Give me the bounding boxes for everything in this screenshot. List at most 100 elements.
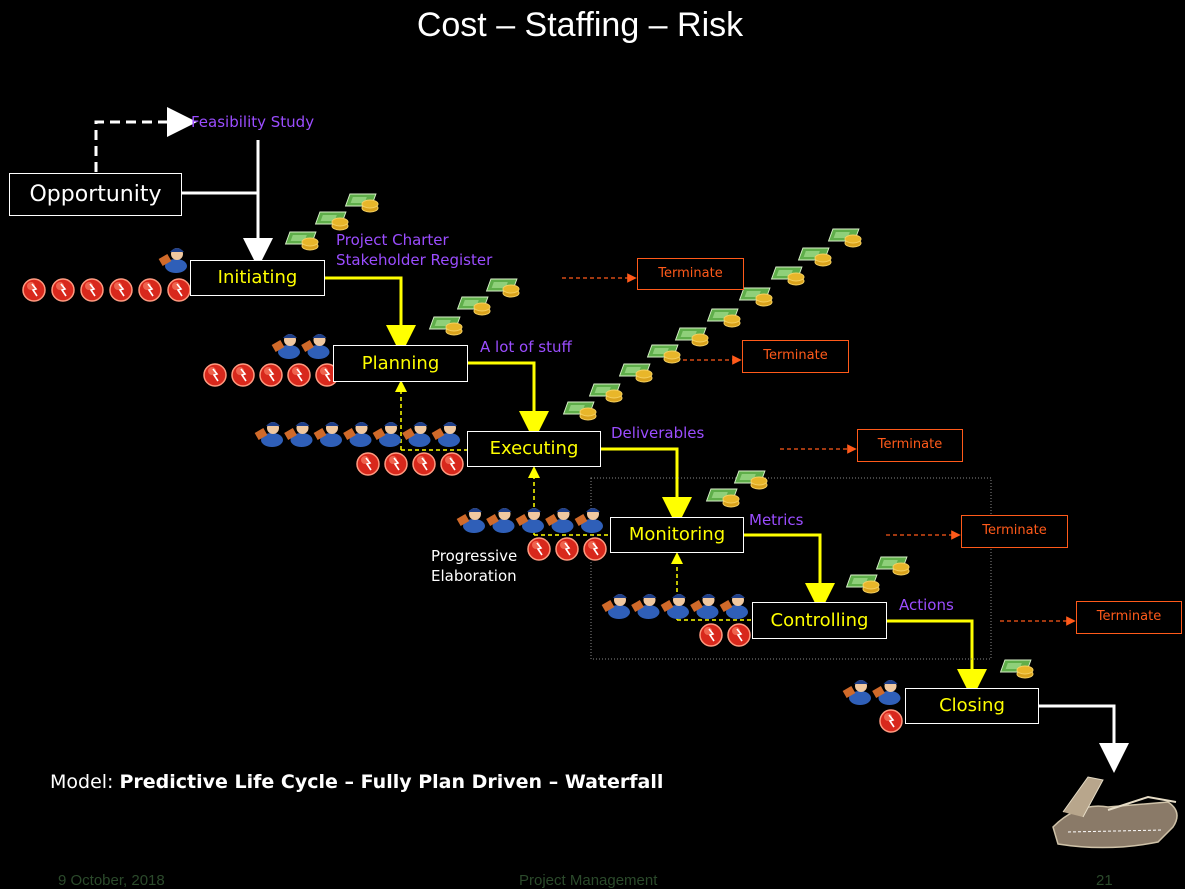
money-stack-icon: [618, 363, 653, 383]
worker-icon: [690, 594, 719, 619]
output-planning: A lot of stuff: [480, 338, 572, 356]
terminate-arrows: [562, 273, 1076, 626]
money-stack-icon: [875, 556, 910, 576]
worker-icon: [842, 680, 871, 705]
money-stack-icon: [845, 574, 880, 594]
risk-ball-icon: [583, 537, 607, 561]
worker-icon: [313, 422, 342, 447]
footer-date: 9 October, 2018: [58, 872, 165, 889]
worker-icon: [271, 334, 300, 359]
money-stack-icon: [485, 278, 520, 298]
phase-monitoring: Monitoring: [610, 517, 744, 553]
monitoring-controlling-group: [590, 477, 992, 660]
worker-icon: [719, 594, 748, 619]
worker-icon: [872, 680, 901, 705]
risk-ball-icon: [138, 278, 162, 302]
worker-icon: [343, 422, 372, 447]
model-caption: Model: Predictive Life Cycle – Fully Pla…: [50, 771, 663, 793]
money-stack-icon: [428, 316, 463, 336]
staff-icons: [158, 248, 901, 705]
money-stack-icon: [706, 308, 741, 328]
worker-icon: [431, 422, 460, 447]
feasibility-study-label: Feasibility Study: [191, 113, 315, 131]
terminate-box: Terminate: [961, 515, 1068, 548]
risk-ball-icon: [555, 537, 579, 561]
money-icons: [284, 193, 1034, 679]
money-stack-icon: [999, 659, 1034, 679]
model-label: Model:: [50, 771, 120, 793]
phase-planning: Planning: [333, 345, 468, 382]
risk-ball-icon: [287, 363, 311, 387]
risk-ball-icon: [22, 278, 46, 302]
risk-ball-icon: [727, 623, 751, 647]
money-stack-icon: [314, 211, 349, 231]
progressive-elaboration-line1: Progressive: [431, 547, 518, 565]
money-stack-icon: [770, 266, 805, 286]
worker-icon: [284, 422, 313, 447]
worker-icon: [301, 334, 330, 359]
risk-icons: [22, 278, 903, 733]
risk-ball-icon: [879, 709, 903, 733]
money-stack-icon: [705, 488, 740, 508]
phase-closing: Closing: [905, 688, 1039, 724]
risk-ball-icon: [259, 363, 283, 387]
money-stack-icon: [674, 327, 709, 347]
risk-ball-icon: [356, 452, 380, 476]
output-monitoring: Metrics: [749, 511, 804, 529]
output-controlling: Actions: [899, 596, 954, 614]
phase-executing: Executing: [467, 431, 601, 467]
money-stack-icon: [284, 231, 319, 251]
terminate-box: Terminate: [1076, 601, 1182, 634]
terminate-box: Terminate: [637, 258, 744, 290]
money-stack-icon: [344, 193, 379, 213]
output-executing: Deliverables: [611, 424, 705, 442]
output-project-charter: Project Charter: [336, 231, 449, 249]
terminate-box: Terminate: [857, 429, 963, 462]
closing-exit-arrow: [1039, 704, 1129, 773]
phase-controlling: Controlling: [752, 602, 887, 639]
phase-flow-arrows: [325, 276, 987, 699]
progressive-elaboration-line2: Elaboration: [431, 567, 517, 585]
worker-icon: [158, 248, 187, 273]
money-stack-icon: [733, 470, 768, 490]
worker-icon: [515, 508, 544, 533]
opportunity-box: Opportunity: [9, 173, 182, 216]
worker-icon: [402, 422, 431, 447]
risk-ball-icon: [203, 363, 227, 387]
money-stack-icon: [646, 344, 681, 364]
phase-initiating: Initiating: [190, 260, 325, 296]
money-stack-icon: [588, 383, 623, 403]
risk-ball-icon: [412, 452, 436, 476]
terminate-box: Terminate: [742, 340, 849, 373]
excavator-illustration: [1052, 776, 1178, 849]
money-stack-icon: [738, 287, 773, 307]
worker-icon: [486, 508, 515, 533]
risk-ball-icon: [51, 278, 75, 302]
worker-icon: [254, 422, 283, 447]
risk-ball-icon: [527, 537, 551, 561]
risk-ball-icon: [315, 363, 339, 387]
model-value: Predictive Life Cycle – Fully Plan Drive…: [119, 771, 664, 793]
money-stack-icon: [562, 401, 597, 421]
money-stack-icon: [827, 228, 862, 248]
risk-ball-icon: [109, 278, 133, 302]
risk-ball-icon: [167, 278, 191, 302]
worker-icon: [601, 594, 630, 619]
worker-icon: [660, 594, 689, 619]
worker-icon: [545, 508, 574, 533]
worker-icon: [574, 508, 603, 533]
money-stack-icon: [456, 296, 491, 316]
money-stack-icon: [797, 247, 832, 267]
footer-page-number: 21: [1096, 872, 1113, 889]
worker-icon: [456, 508, 485, 533]
risk-ball-icon: [440, 452, 464, 476]
risk-ball-icon: [80, 278, 104, 302]
worker-icon: [372, 422, 401, 447]
footer-center: Project Management: [519, 872, 658, 889]
worker-icon: [631, 594, 660, 619]
risk-ball-icon: [231, 363, 255, 387]
slide-title: Cost – Staffing – Risk: [416, 6, 744, 44]
risk-ball-icon: [384, 452, 408, 476]
risk-ball-icon: [699, 623, 723, 647]
